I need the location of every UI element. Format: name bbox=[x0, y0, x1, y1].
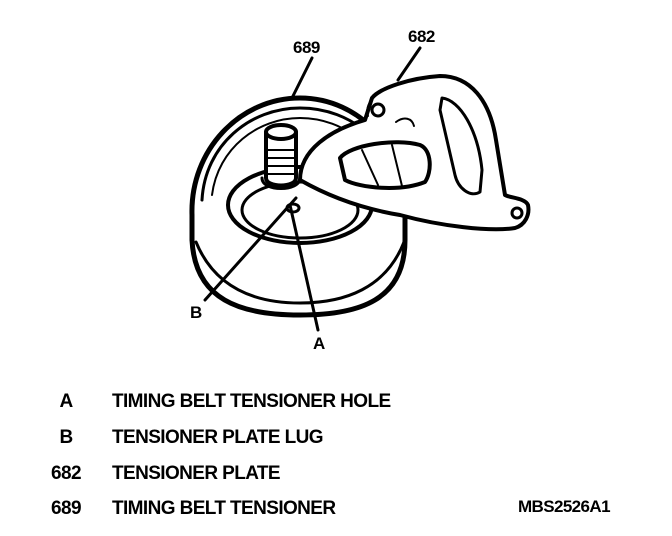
callout-b: B bbox=[190, 303, 202, 322]
callout-682: 682 bbox=[408, 27, 435, 46]
tensioner-stud bbox=[260, 123, 302, 190]
legend-key: 689 bbox=[51, 498, 82, 519]
callout-689: 689 bbox=[293, 38, 320, 57]
leader-682 bbox=[396, 46, 422, 82]
legend-key: A bbox=[59, 391, 73, 412]
leader-a bbox=[288, 203, 320, 332]
tensioner-plate bbox=[298, 74, 531, 232]
legend-text: TENSIONER PLATE bbox=[112, 463, 281, 484]
legend-key: 682 bbox=[51, 463, 82, 484]
legend-text: TENSIONER PLATE LUG bbox=[112, 427, 324, 448]
legend-text: TIMING BELT TENSIONER HOLE bbox=[112, 391, 391, 412]
callout-a: A bbox=[313, 334, 325, 353]
leader-689 bbox=[290, 56, 314, 100]
figure-code: MBS2526A1 bbox=[518, 497, 611, 516]
legend-key: B bbox=[59, 427, 73, 448]
tensioner-illustration bbox=[189, 46, 531, 332]
leader-b bbox=[203, 196, 298, 302]
legend-text: TIMING BELT TENSIONER bbox=[112, 498, 336, 519]
